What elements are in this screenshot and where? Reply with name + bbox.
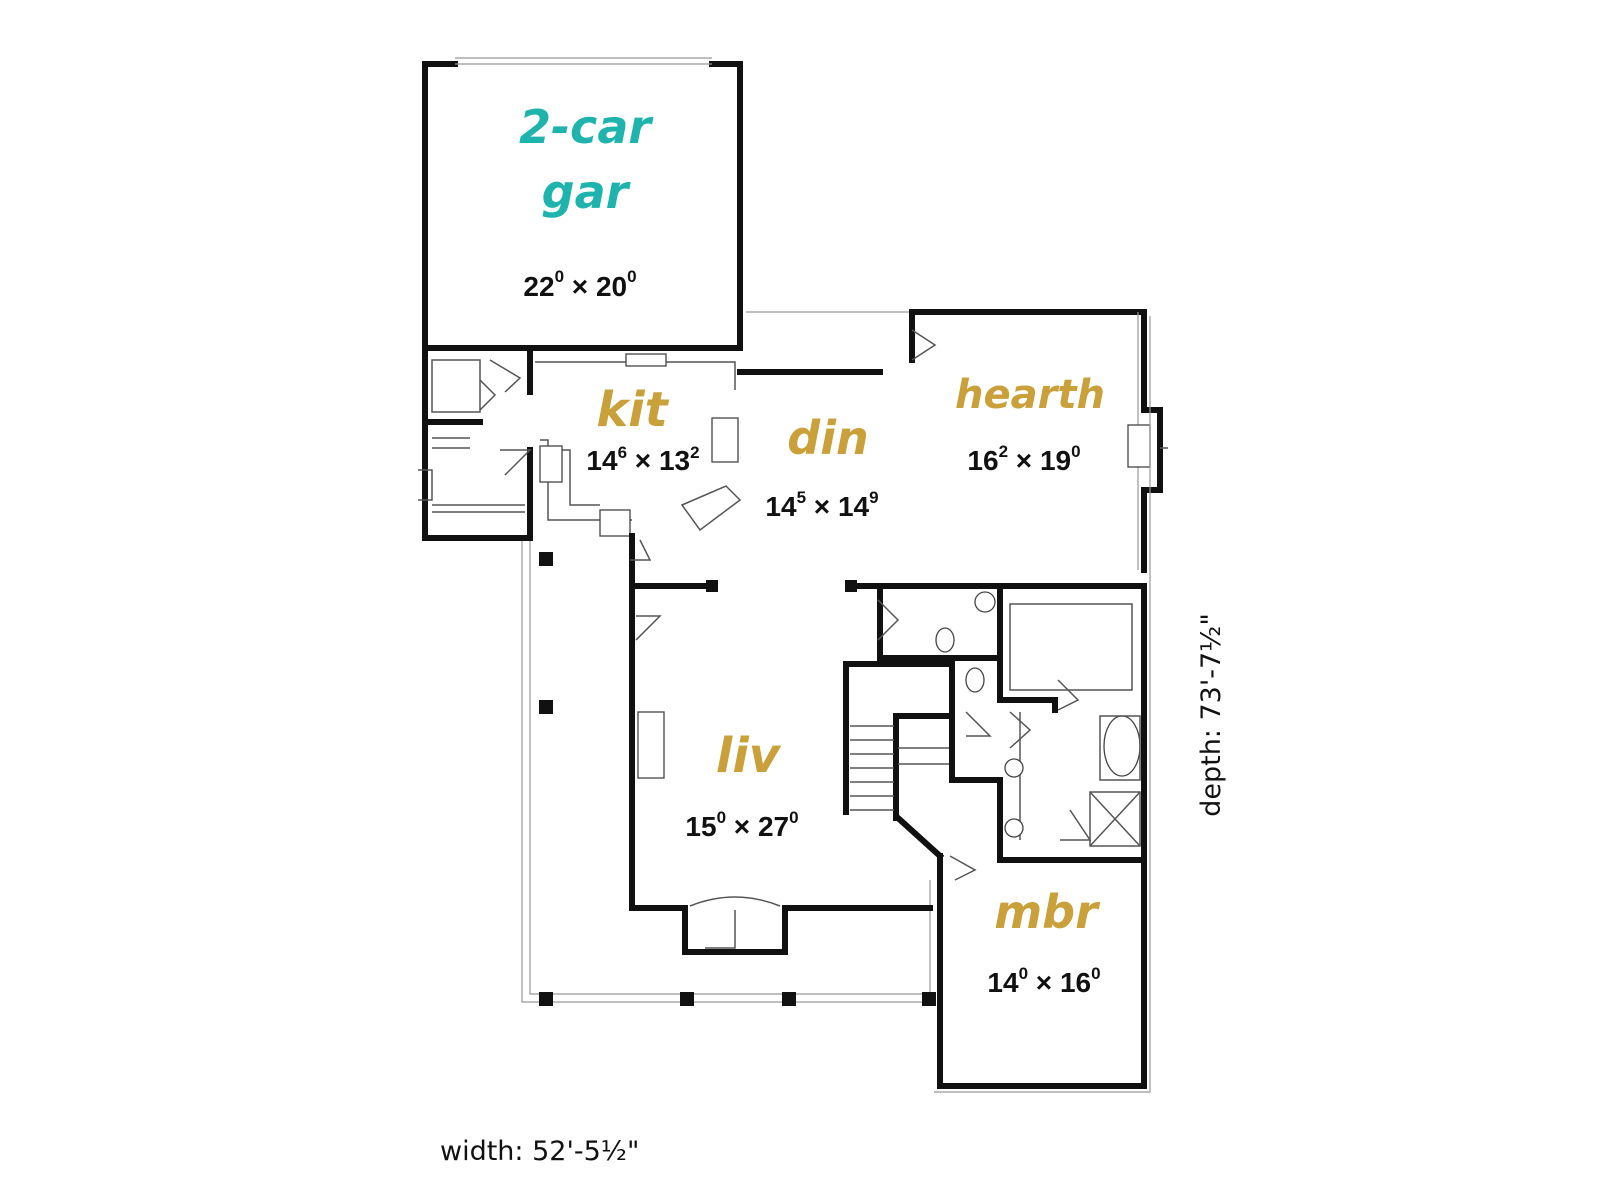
fireplace-icon bbox=[637, 711, 665, 779]
garage-dimensions: 220 × 200 bbox=[523, 267, 636, 302]
sink-icon bbox=[1004, 758, 1024, 778]
bathtub-icon bbox=[1103, 715, 1141, 777]
kitchen-dimensions: 146 × 132 bbox=[586, 443, 699, 476]
master-bedroom-name: mbr bbox=[994, 885, 1101, 939]
door-swing-icon bbox=[479, 329, 1092, 881]
utility-walls bbox=[418, 345, 533, 541]
kitchen-name: kit bbox=[596, 382, 669, 438]
master-bedroom-walls bbox=[893, 316, 1151, 1093]
overall-depth: depth: 73'-7½" bbox=[1196, 613, 1227, 817]
porch-post-icon bbox=[539, 552, 936, 1006]
bath-walls bbox=[877, 583, 1147, 1089]
sink-icon bbox=[711, 417, 739, 463]
living-name: liv bbox=[716, 728, 782, 784]
garage-name-line1: 2-car bbox=[519, 100, 654, 154]
garage-name-line2: gar bbox=[542, 165, 632, 219]
living-dimensions: 150 × 270 bbox=[685, 808, 798, 842]
dining-dimensions: 145 × 149 bbox=[765, 488, 878, 522]
kitchen-walls bbox=[535, 353, 742, 911]
hearth-dimensions: 162 × 190 bbox=[967, 442, 1080, 476]
fireplace-icon bbox=[1127, 407, 1168, 493]
stair-icon bbox=[843, 661, 955, 821]
sink-icon bbox=[974, 591, 996, 613]
dining-name: din bbox=[787, 411, 868, 465]
hearth-name: hearth bbox=[955, 372, 1105, 418]
master-bedroom-dimensions: 140 × 160 bbox=[987, 964, 1100, 998]
overall-width: width: 52'-5½" bbox=[440, 1136, 639, 1167]
sink-icon bbox=[1004, 818, 1024, 838]
toilet-icon bbox=[965, 667, 985, 693]
range-icon bbox=[539, 445, 563, 483]
shower-icon bbox=[1089, 791, 1141, 847]
garage-walls bbox=[422, 57, 743, 351]
toilet-icon bbox=[935, 627, 955, 653]
living-walls bbox=[629, 711, 933, 955]
